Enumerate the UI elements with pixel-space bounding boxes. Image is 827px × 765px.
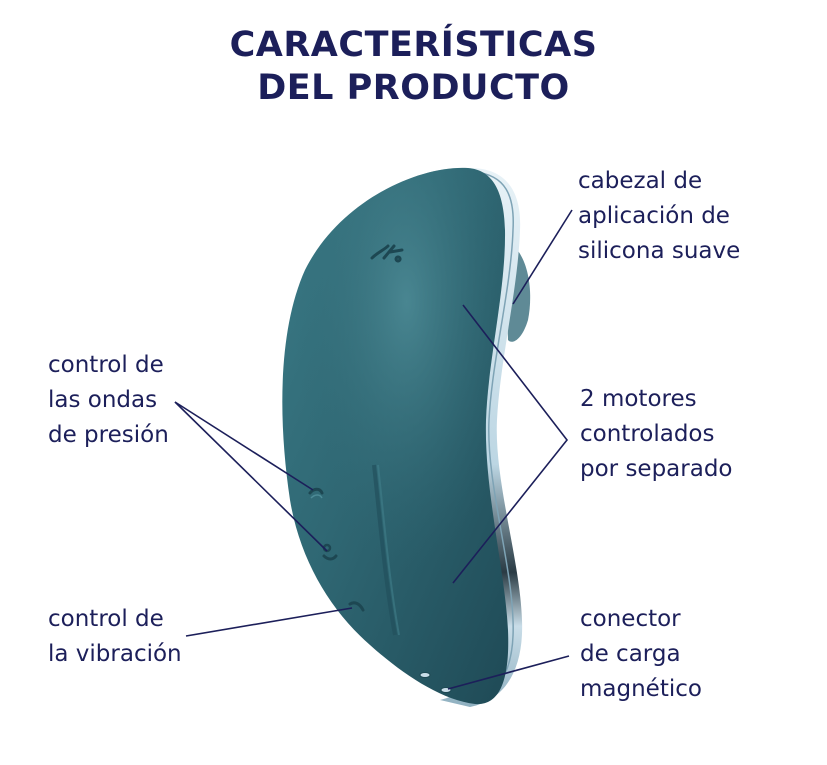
feature-label-silicone-head: cabezal de aplicación de silicona suave xyxy=(578,164,740,269)
label-line: magnético xyxy=(580,676,702,702)
vibration-button[interactable] xyxy=(348,601,365,612)
leader-head xyxy=(512,209,573,305)
feature-label-vibration-control: control de la vibración xyxy=(48,602,182,672)
label-line: conector xyxy=(580,606,681,632)
label-line: aplicación de xyxy=(578,203,730,229)
label-line: la vibración xyxy=(48,641,182,667)
title-line-2: DEL PRODUCTO xyxy=(257,68,570,108)
feature-label-magnetic-charger: conector de carga magnético xyxy=(580,602,702,707)
brand-logo-icon xyxy=(370,244,404,263)
label-line: silicona suave xyxy=(578,238,741,264)
label-line: control de xyxy=(48,606,164,632)
leader-motors xyxy=(452,304,569,584)
label-line: cabezal de xyxy=(578,168,703,194)
leader-pressure-1 xyxy=(174,401,314,491)
leader-vibration xyxy=(185,607,353,637)
label-line: controlados xyxy=(580,421,715,447)
leader-charger xyxy=(447,655,570,690)
label-line: de presión xyxy=(48,422,169,448)
label-line: 2 motores xyxy=(580,386,697,412)
title-line-1: CARACTERÍSTICAS xyxy=(229,25,598,65)
feature-label-pressure-control: control de las ondas de presión xyxy=(48,348,169,453)
pressure-button-upper[interactable] xyxy=(308,487,324,499)
label-line: de carga xyxy=(580,641,681,667)
label-line: por separado xyxy=(580,456,733,482)
label-line: control de xyxy=(48,352,164,378)
label-line: las ondas xyxy=(48,387,158,413)
leader-lines xyxy=(174,209,573,690)
leader-pressure-2 xyxy=(174,401,328,552)
feature-label-motors: 2 motores controlados por separado xyxy=(580,382,733,487)
page-title: CARACTERÍSTICAS DEL PRODUCTO xyxy=(0,24,827,110)
device-body xyxy=(282,167,509,705)
